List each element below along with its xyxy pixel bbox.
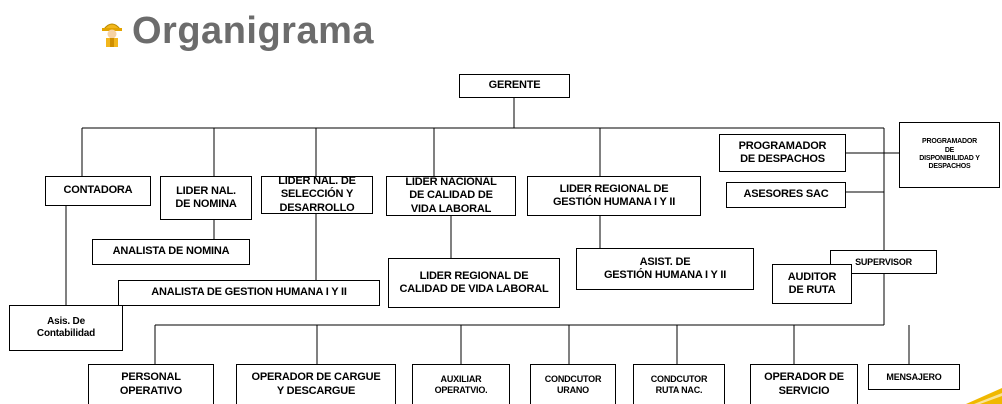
node-asist-gestion: ASIST. DE GESTIÓN HUMANA I Y II bbox=[576, 248, 754, 290]
node-lider-nomina: LIDER NAL. DE NOMINA bbox=[160, 176, 252, 220]
node-operador-cargue: OPERADOR DE CARGUE Y DESCARGUE bbox=[236, 364, 396, 404]
node-programador-despachos: PROGRAMADOR DE DESPACHOS bbox=[719, 134, 846, 172]
worker-helmet-icon bbox=[98, 18, 126, 48]
node-lider-calidad-vida: LIDER NACIONAL DE CALIDAD DE VIDA LABORA… bbox=[386, 176, 516, 216]
node-programador-disponibilidad: PROGRAMADOR DE DISPONIBILIDAD Y DESPACHO… bbox=[899, 122, 1000, 188]
node-contadora: CONTADORA bbox=[45, 176, 151, 206]
node-conductor-urano: CONDCUTOR URANO bbox=[530, 364, 616, 404]
node-asis-contabilidad: Asis. De Contabilidad bbox=[9, 305, 123, 351]
node-lider-regional-calidad: LIDER REGIONAL DE CALIDAD DE VIDA LABORA… bbox=[388, 258, 560, 308]
node-asesores-sac: ASESORES SAC bbox=[726, 182, 846, 208]
page-title: Organigrama bbox=[132, 10, 375, 52]
node-auditor-ruta: AUDITOR DE RUTA bbox=[772, 264, 852, 304]
node-auxiliar-operativo: AUXILIAR OPERATVIO. bbox=[412, 364, 510, 404]
node-mensajero: MENSAJERO bbox=[868, 364, 960, 390]
corner-decoration bbox=[966, 388, 1002, 404]
node-personal-operativo: PERSONAL OPERATIVO bbox=[88, 364, 214, 404]
node-lider-regional-gestion: LIDER REGIONAL DE GESTIÓN HUMANA I Y II bbox=[527, 176, 701, 216]
node-operador-servicio: OPERADOR DE SERVICIO bbox=[750, 364, 858, 404]
node-conductor-ruta: CONDCUTOR RUTA NAC. bbox=[633, 364, 725, 404]
node-analista-gestion: ANALISTA DE GESTION HUMANA I Y II bbox=[118, 280, 380, 306]
node-gerente: GERENTE bbox=[459, 74, 570, 98]
node-analista-nomina: ANALISTA DE NOMINA bbox=[92, 239, 250, 265]
node-lider-seleccion: LIDER NAL. DE SELECCIÓN Y DESARROLLO bbox=[261, 176, 373, 214]
